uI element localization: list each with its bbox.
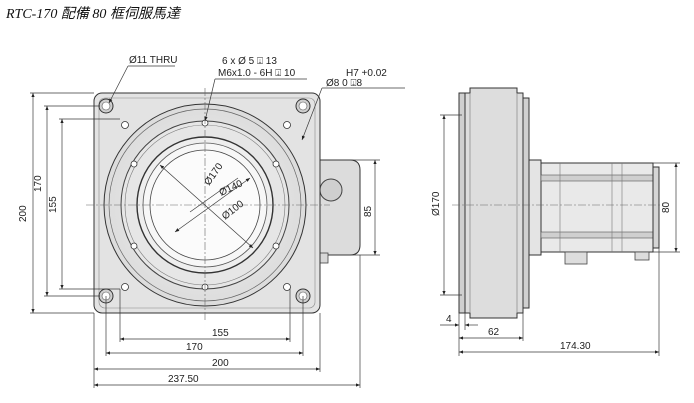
side-table-body	[464, 87, 524, 319]
side-view	[452, 87, 664, 319]
thru-hole-callout: Ø11 THRU	[129, 55, 178, 66]
motor-adapter	[528, 159, 542, 256]
outer-ring-holes	[121, 121, 291, 291]
motor-connector-2	[634, 251, 650, 261]
dim-bottom-170: 170	[186, 342, 203, 353]
side-dimensions	[440, 114, 680, 356]
tapped-holes-callout-line1: 6 x Ø 5 ⍗ 13	[222, 56, 277, 67]
dim-bottom-237: 237.50	[168, 374, 199, 385]
side-bracket	[317, 159, 361, 256]
tapped-holes-callout-line2: M6x1.0 - 6H ⍗ 10	[218, 68, 296, 79]
front-view	[86, 88, 361, 322]
side-dim-62: 62	[488, 327, 500, 338]
dim-right-85: 85	[363, 205, 374, 217]
bracket-hole	[319, 178, 343, 202]
dim-left-155: 155	[48, 196, 59, 213]
dim-bottom-155: 155	[212, 328, 229, 339]
right-dimension	[330, 159, 380, 256]
dim-bottom-200: 200	[212, 358, 229, 369]
bottom-dimensions	[93, 255, 361, 388]
side-base-plate	[458, 92, 466, 314]
side-dim-174: 174.30	[560, 341, 591, 352]
pin-callout-line1: H7 +0.02	[346, 68, 387, 79]
dim-left-170: 170	[33, 175, 44, 192]
dim-left-200: 200	[18, 205, 29, 222]
side-motor-80: 80	[661, 201, 672, 213]
side-flange	[522, 97, 530, 309]
side-dia-170: Ø170	[431, 191, 442, 216]
motor-end-cap	[652, 166, 660, 249]
left-dimensions	[30, 92, 120, 314]
side-dim-4: 4	[446, 314, 452, 325]
drawing-title: RTC-170 配備 80 框伺服馬達	[6, 7, 180, 22]
motor-connector-1	[564, 251, 588, 265]
pin-callout-line2: Ø8 0 ⍗8	[326, 78, 362, 89]
